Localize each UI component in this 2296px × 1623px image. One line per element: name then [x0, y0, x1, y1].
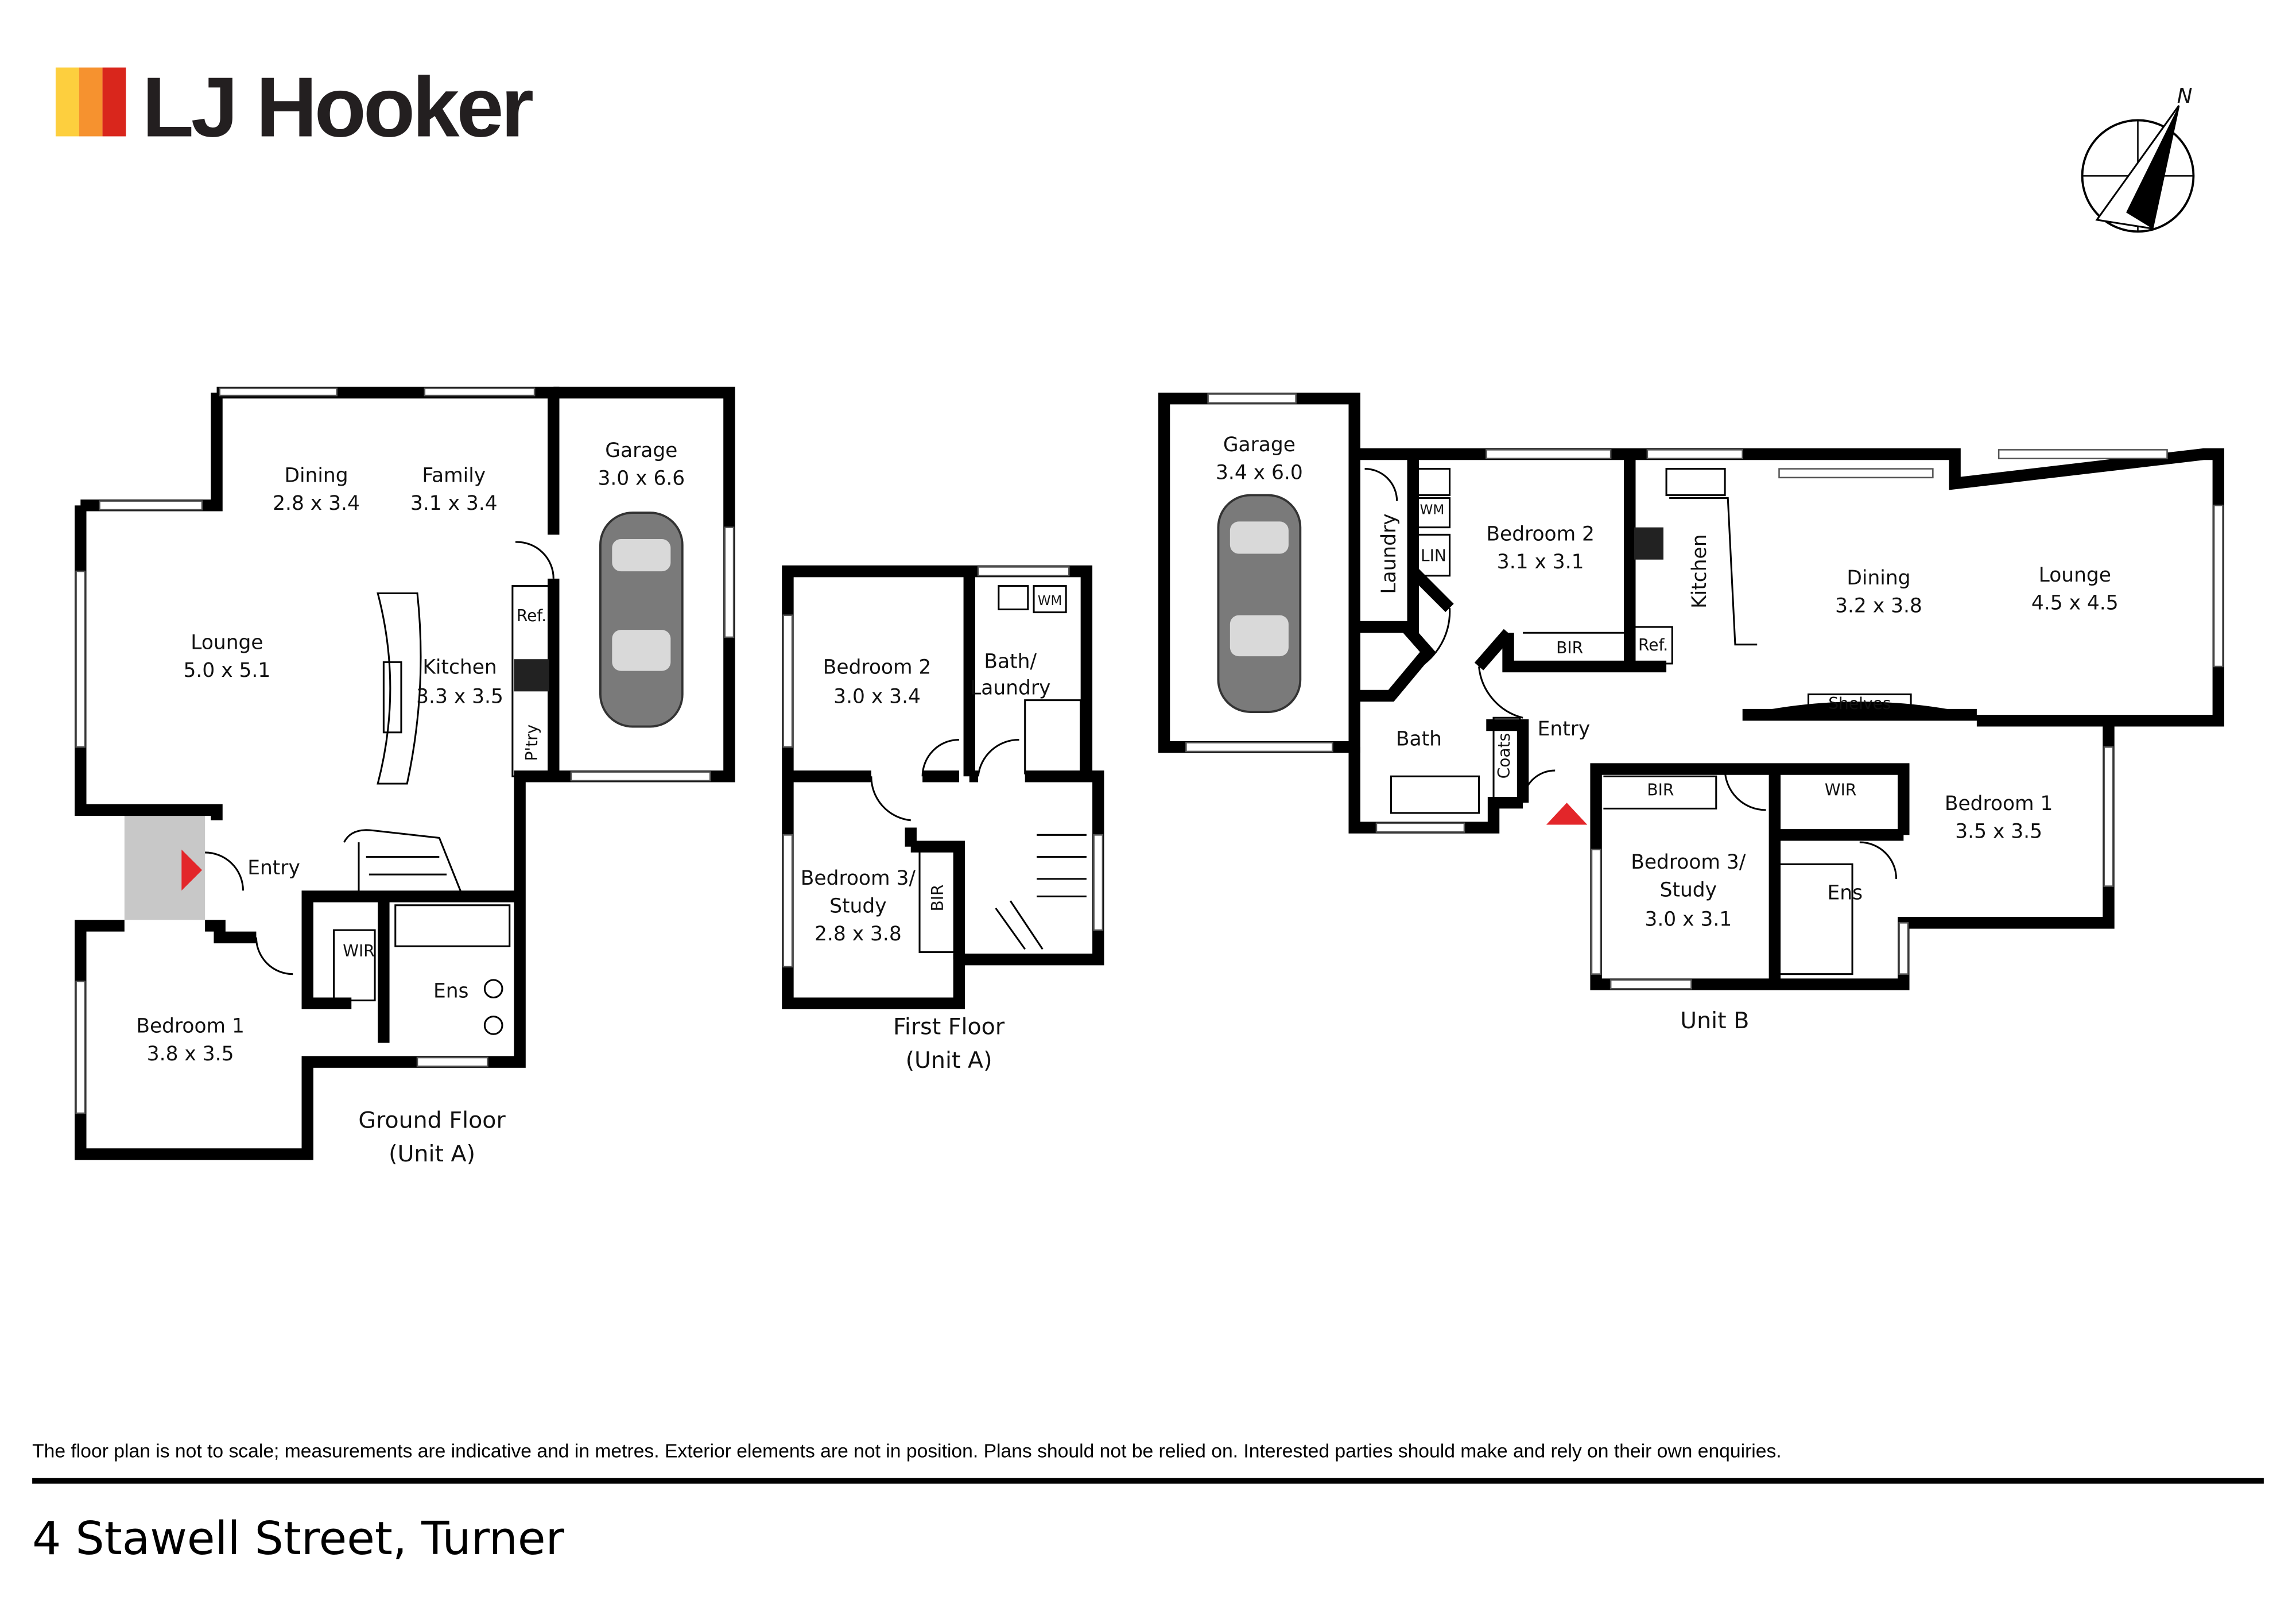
- unit-b-garage-car-icon: [1217, 494, 1302, 713]
- room-bedroom2-name: Bedroom 2: [823, 656, 932, 679]
- garage-car-icon: [599, 512, 684, 728]
- footer-divider: [32, 1478, 2264, 1484]
- ub-garage-dims: 3.4 x 6.0: [1216, 461, 1303, 484]
- ensuite-label: Ens: [433, 979, 469, 1002]
- ub-garage-name: Garage: [1223, 433, 1296, 456]
- lj-hooker-logo: LJ Hooker: [55, 60, 536, 154]
- ub-wm-label: WM: [1420, 503, 1444, 518]
- pantry-label: P'try: [522, 725, 541, 761]
- bath-laundry-line1: Bath/: [984, 650, 1037, 673]
- brand-name: LJ Hooker: [142, 60, 533, 154]
- room-bedroom1-dims: 3.8 x 3.5: [147, 1043, 234, 1066]
- ub-bath-label: Bath: [1396, 728, 1442, 751]
- north-compass-icon: N: [2081, 84, 2195, 233]
- ub-lounge-dims: 4.5 x 4.5: [2031, 591, 2119, 614]
- ub-bedroom1-dims: 3.5 x 3.5: [1955, 820, 2042, 843]
- first-floor-subcaption: (Unit A): [906, 1047, 992, 1074]
- ub-bedroom3-dims: 3.0 x 3.1: [1645, 908, 1732, 931]
- ground-floor-subcaption: (Unit A): [389, 1141, 475, 1167]
- entry-arrow-icon: [181, 849, 203, 891]
- room-bedroom3-dims: 2.8 x 3.8: [815, 923, 902, 946]
- ub-shelves-label: Shelves: [1828, 694, 1891, 713]
- ground-floor-plan: Dining 2.8 x 3.4 Family 3.1 x 3.4 Garage…: [75, 386, 735, 1167]
- fridge-label: Ref.: [517, 606, 546, 625]
- ub-coats-label: Coats: [1495, 733, 1514, 779]
- unit-b-plan: Garage 3.4 x 6.0 Laundry WM LIN Bedroom …: [1158, 392, 2224, 1034]
- room-bedroom3-line2: Study: [829, 895, 886, 918]
- room-bedroom2-dims: 3.0 x 3.4: [833, 685, 921, 708]
- room-lounge-dims: 5.0 x 5.1: [184, 659, 271, 682]
- ub-linen-label: LIN: [1421, 546, 1446, 565]
- ub-bedroom3-line1: Bedroom 3/: [1631, 851, 1746, 874]
- room-bedroom3-line1: Bedroom 3/: [801, 867, 916, 890]
- unit-b-caption: Unit B: [1680, 1008, 1749, 1034]
- ub-ensuite-label: Ens: [1828, 882, 1863, 905]
- room-lounge-name: Lounge: [191, 631, 263, 654]
- room-garage-name: Garage: [605, 439, 677, 462]
- ub-bedroom2-name: Bedroom 2: [1486, 523, 1595, 546]
- washing-machine-label: WM: [1038, 594, 1062, 609]
- ub-dining-dims: 3.2 x 3.8: [1835, 595, 1922, 618]
- bir-label: BIR: [928, 885, 947, 912]
- room-family-name: Family: [422, 464, 486, 487]
- room-bedroom1-name: Bedroom 1: [136, 1015, 245, 1038]
- room-dining-name: Dining: [284, 464, 348, 487]
- first-floor-caption: First Floor: [893, 1013, 1005, 1040]
- ub-wir-label: WIR: [1825, 780, 1857, 799]
- ground-floor-caption: Ground Floor: [358, 1107, 506, 1134]
- ub-bed2-bir-label: BIR: [1556, 638, 1583, 657]
- room-garage-dims: 3.0 x 6.6: [598, 467, 685, 490]
- unit-b-entry-arrow-icon: [1546, 803, 1588, 825]
- ub-bedroom3-line2: Study: [1660, 878, 1717, 901]
- ub-dining-name: Dining: [1847, 567, 1910, 590]
- room-kitchen-dims: 3.3 x 3.5: [416, 685, 503, 708]
- ub-lounge-name: Lounge: [2039, 564, 2111, 587]
- room-family-dims: 3.1 x 3.4: [410, 492, 498, 515]
- wir-label: WIR: [343, 942, 375, 960]
- ub-fridge-label: Ref.: [1638, 636, 1668, 654]
- ub-bedroom2-dims: 3.1 x 3.1: [1497, 551, 1584, 574]
- bath-laundry-line2: Laundry: [970, 676, 1050, 699]
- room-kitchen-name: Kitchen: [422, 656, 497, 679]
- room-dining-dims: 2.8 x 3.4: [273, 492, 360, 515]
- ub-bed3-bir-label: BIR: [1647, 780, 1674, 799]
- ub-laundry-label: Laundry: [1378, 513, 1401, 594]
- entry-label: Entry: [247, 857, 300, 880]
- ub-entry-label: Entry: [1538, 718, 1591, 741]
- ub-kitchen-label: Kitchen: [1688, 534, 1711, 608]
- ub-bedroom1-name: Bedroom 1: [1945, 792, 2053, 815]
- first-floor-plan: Bedroom 2 3.0 x 3.4 Bath/ Laundry WM Bed…: [782, 565, 1104, 1074]
- disclaimer: The floor plan is not to scale; measurem…: [32, 1441, 1782, 1462]
- north-label: N: [2177, 84, 2193, 108]
- property-address: 4 Stawell Street, Turner: [32, 1512, 564, 1565]
